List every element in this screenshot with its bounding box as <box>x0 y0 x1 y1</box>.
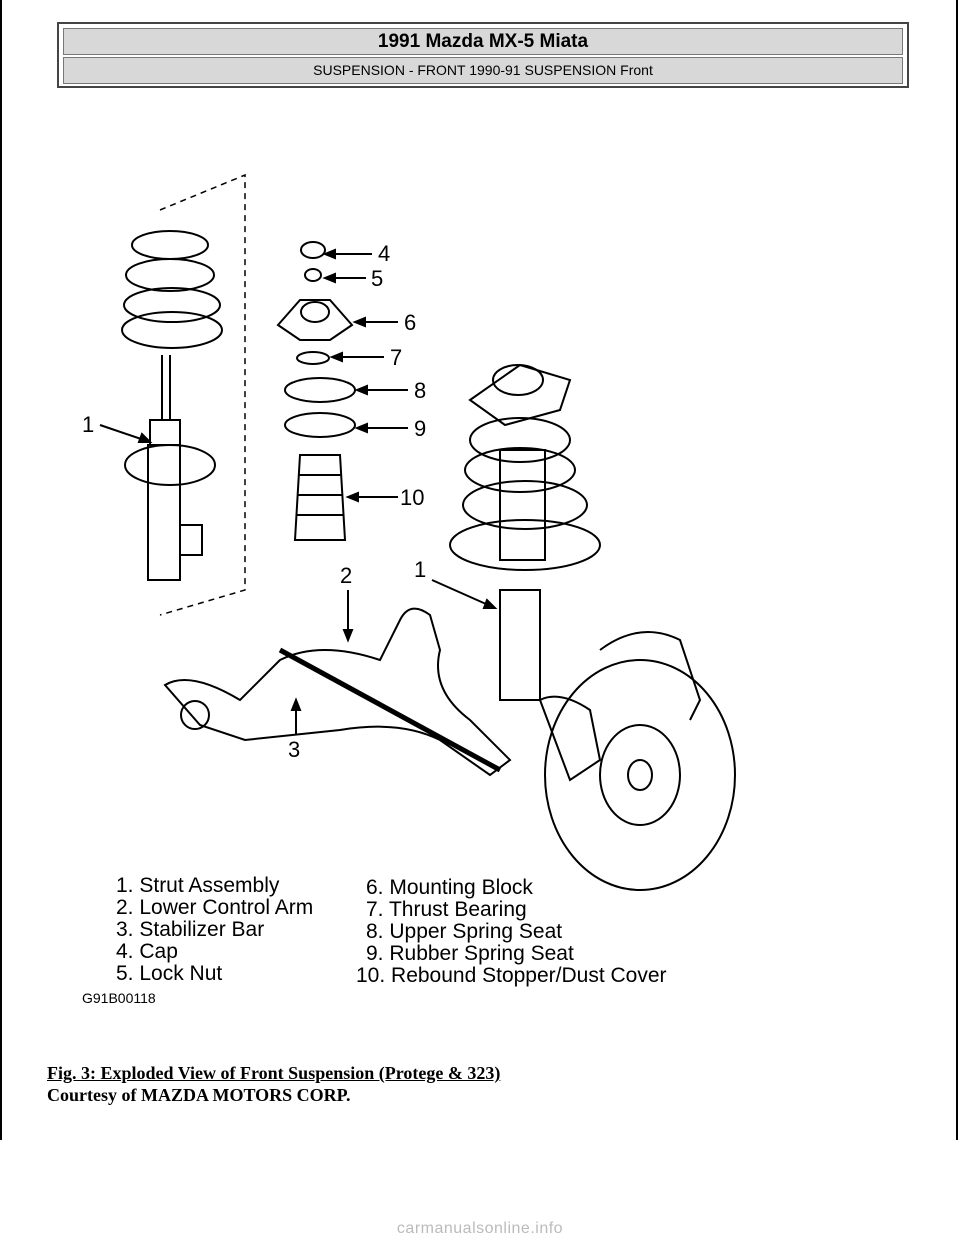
figure-code: G91B00118 <box>82 990 156 1006</box>
exploded-view-diagram: 4 5 6 7 8 9 10 1 2 3 1 <box>82 173 736 891</box>
legend-item: 8. Upper Spring Seat <box>366 920 563 943</box>
caption-credit: Courtesy of MAZDA MOTORS CORP. <box>47 1085 351 1105</box>
legend-item: 10. Rebound Stopper/Dust Cover <box>356 964 667 987</box>
callout-10: 10 <box>400 485 424 510</box>
callout-7: 7 <box>390 345 402 370</box>
legend-item: 9. Rubber Spring Seat <box>366 942 574 965</box>
legend-item: 4. Cap <box>116 940 178 963</box>
callout-3: 3 <box>288 737 300 762</box>
callout-9: 9 <box>414 416 426 441</box>
callout-1-left: 1 <box>82 412 94 437</box>
legend-item: 7. Thrust Bearing <box>366 898 527 921</box>
legend-item: 5. Lock Nut <box>116 962 223 985</box>
callout-4: 4 <box>378 241 390 266</box>
callout-5: 5 <box>371 266 383 291</box>
page-header: 1991 Mazda MX-5 Miata SUSPENSION - FRONT… <box>57 22 909 88</box>
legend-item: 3. Stabilizer Bar <box>116 918 265 941</box>
caption-title: Fig. 3: Exploded View of Front Suspensio… <box>47 1063 501 1083</box>
document-title: 1991 Mazda MX-5 Miata <box>63 28 903 55</box>
legend-left: 1. Strut Assembly 2. Lower Control Arm 3… <box>116 875 313 985</box>
figure-caption: Fig. 3: Exploded View of Front Suspensio… <box>47 1062 500 1106</box>
callout-8: 8 <box>414 378 426 403</box>
page-frame <box>0 0 958 1140</box>
section-subtitle: SUSPENSION - FRONT 1990-91 SUSPENSION Fr… <box>63 57 903 84</box>
legend-item: 6. Mounting Block <box>366 876 533 899</box>
legend-item: 1. Strut Assembly <box>116 874 280 897</box>
legend-right: 6. Mounting Block 7. Thrust Bearing 8. U… <box>356 877 667 987</box>
callout-6: 6 <box>404 310 416 335</box>
callout-2: 2 <box>340 563 352 588</box>
callout-1-right: 1 <box>414 557 426 582</box>
legend-item: 2. Lower Control Arm <box>116 896 314 919</box>
site-watermark: carmanualsonline.info <box>396 1220 564 1237</box>
